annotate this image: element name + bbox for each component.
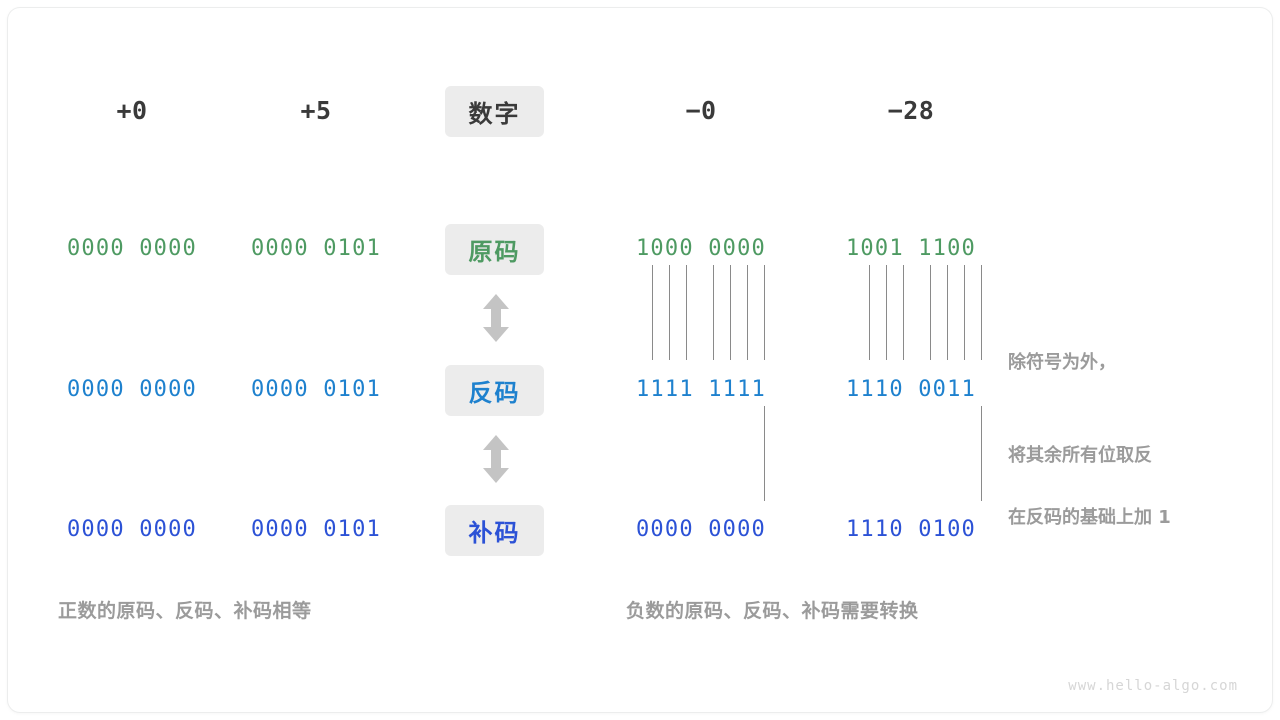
bits-sign-mag-pos-five: 0000 0101	[250, 236, 381, 261]
connector-line-neg-28-bit3	[886, 265, 887, 360]
column-header-pos-five: +5	[300, 96, 332, 125]
connector-line-carry-neg-zero	[764, 406, 765, 501]
double-arrow-vertical-icon-sign-to-ones	[479, 293, 513, 343]
note-add-one: 在反码的基础上加 1	[1008, 440, 1171, 595]
bits-ones-comp-pos-five: 0000 0101	[250, 377, 381, 402]
row-label-ones-complement: 反码	[445, 365, 544, 416]
connector-line-neg-28-bit8	[981, 265, 982, 360]
connector-line-neg-zero-bit7	[747, 265, 748, 360]
connector-line-neg-28-bit4	[903, 265, 904, 360]
connector-line-carry-neg-28	[981, 406, 982, 501]
note-invert-bits-line2: 将其余所有位取反	[1008, 445, 1152, 466]
diagram-stage: +0 +5 −0 −28 数字 原码 反码 补码 0000 0000 0000 …	[8, 8, 1272, 712]
note-add-one-line1: 在反码的基础上加 1	[1008, 507, 1171, 528]
bits-ones-comp-neg-28: 1110 0011	[845, 377, 976, 402]
connector-line-neg-28-bit2	[869, 265, 870, 360]
connector-line-neg-zero-bit6	[730, 265, 731, 360]
row-label-twos-complement: 补码	[445, 505, 544, 556]
connector-line-neg-zero-bit5	[713, 265, 714, 360]
connector-line-neg-zero-bit2	[652, 265, 653, 360]
connector-line-neg-zero-bit3	[669, 265, 670, 360]
caption-negative: 负数的原码、反码、补码需要转换	[626, 600, 919, 622]
connector-line-neg-28-bit7	[964, 265, 965, 360]
bits-twos-comp-pos-five: 0000 0101	[250, 517, 381, 542]
note-invert-bits-line1: 除符号为外，	[1008, 352, 1116, 373]
bits-twos-comp-pos-zero: 0000 0000	[66, 517, 197, 542]
column-header-pos-zero: +0	[116, 96, 148, 125]
double-arrow-vertical-icon-ones-to-twos	[479, 434, 513, 484]
bits-twos-comp-neg-zero: 0000 0000	[635, 517, 766, 542]
column-header-neg-zero: −0	[685, 96, 717, 125]
diagram-card: +0 +5 −0 −28 数字 原码 反码 补码 0000 0000 0000 …	[8, 8, 1272, 712]
bits-twos-comp-neg-28: 1110 0100	[845, 517, 976, 542]
bits-sign-mag-neg-zero: 1000 0000	[635, 236, 766, 261]
connector-line-neg-28-bit5	[930, 265, 931, 360]
caption-positive: 正数的原码、反码、补码相等	[58, 600, 312, 622]
connector-line-neg-zero-bit8	[764, 265, 765, 360]
watermark: www.hello-algo.com	[1068, 678, 1238, 694]
bits-sign-mag-neg-28: 1001 1100	[845, 236, 976, 261]
bits-sign-mag-pos-zero: 0000 0000	[66, 236, 197, 261]
bits-ones-comp-pos-zero: 0000 0000	[66, 377, 197, 402]
connector-line-neg-zero-bit4	[686, 265, 687, 360]
column-header-neg-28: −28	[887, 96, 935, 125]
note-invert-bits: 除符号为外， 将其余所有位取反	[1008, 285, 1152, 533]
row-label-number: 数字	[445, 86, 544, 137]
connector-line-neg-28-bit6	[947, 265, 948, 360]
bits-ones-comp-neg-zero: 1111 1111	[635, 377, 766, 402]
row-label-sign-magnitude: 原码	[445, 224, 544, 275]
